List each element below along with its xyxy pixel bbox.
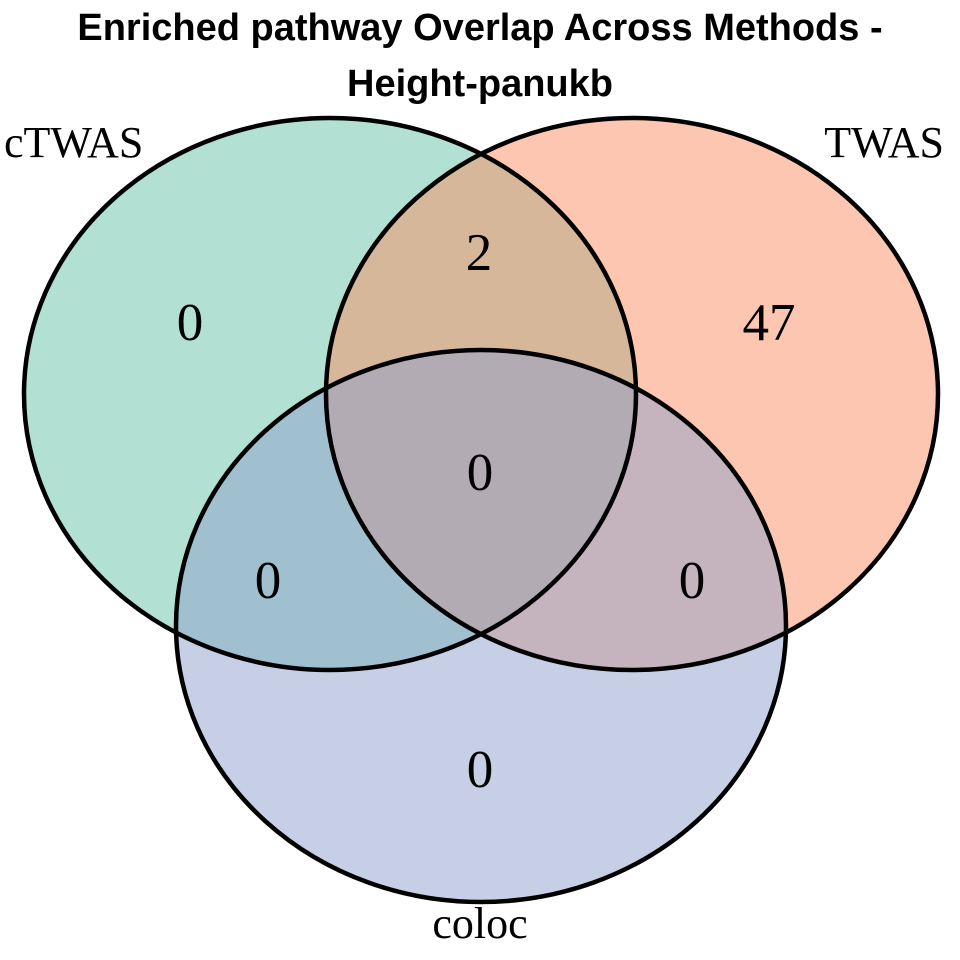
count-ctwas-only: 0 [177,294,204,352]
chart-title-line2: Height-panukb [347,63,613,105]
venn-set-labels: cTWAS TWAS coloc [4,118,944,948]
venn-circle-twas-outline [323,115,941,673]
set-label-ctwas: cTWAS [4,118,143,167]
venn-counts: 0 47 2 0 0 0 0 [177,224,796,799]
count-ctwas-twas: 2 [466,224,493,282]
venn-circle-ctwas-outline [21,115,639,673]
venn-circle-coloc-outline [173,347,789,905]
venn-fills [24,118,938,902]
count-ctwas-coloc: 0 [255,552,282,610]
chart-title: Enriched pathway Overlap Across Methods … [0,0,960,112]
count-coloc-only: 0 [467,741,494,799]
count-twas-only: 47 [743,294,796,352]
venn-circle-coloc-fill [176,350,786,902]
set-label-coloc: coloc [432,899,527,948]
chart-title-line1: Enriched pathway Overlap Across Methods … [77,7,883,49]
count-twas-coloc: 0 [679,552,706,610]
count-ctwas-twas-coloc: 0 [467,444,494,502]
set-label-twas: TWAS [824,118,944,167]
venn-outlines [21,115,941,905]
